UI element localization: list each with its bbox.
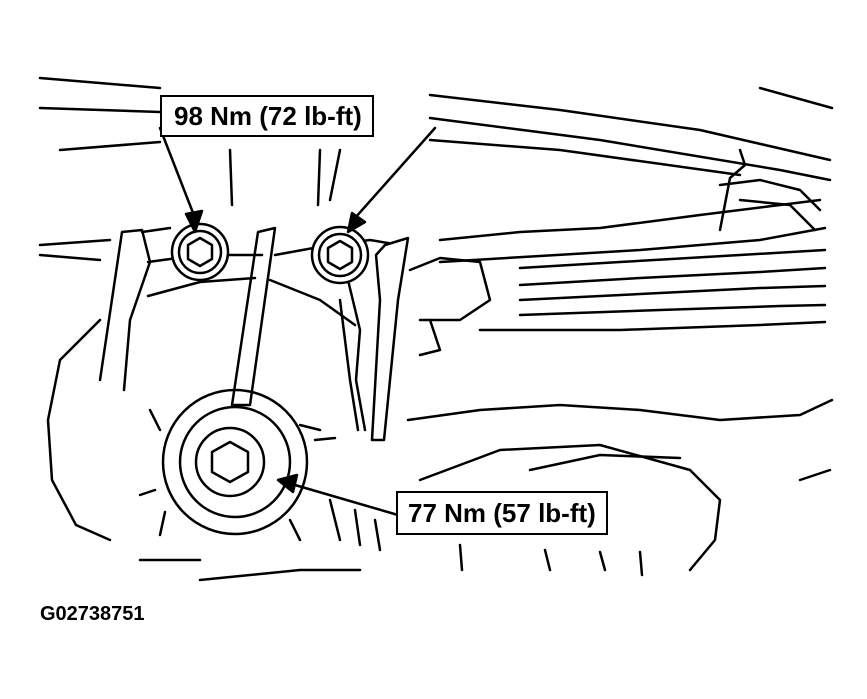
left-bracket [38,226,172,542]
lower-pivot [138,388,337,542]
upper-right-bolt [310,225,370,285]
lower-housing [138,398,834,582]
lower-bolt [194,426,266,498]
ribbed-component [408,178,827,357]
callout-leaders [158,126,437,517]
upper-housing-lines [38,76,834,232]
lower-bolt-torque-callout: 77 Nm (57 lb-ft) [396,491,608,535]
mount-arm [146,226,410,442]
figure-id-label: G02738751 [40,603,145,625]
upper-left-bolt [170,222,230,282]
upper-bolts-torque-callout: 98 Nm (72 lb-ft) [160,95,374,137]
